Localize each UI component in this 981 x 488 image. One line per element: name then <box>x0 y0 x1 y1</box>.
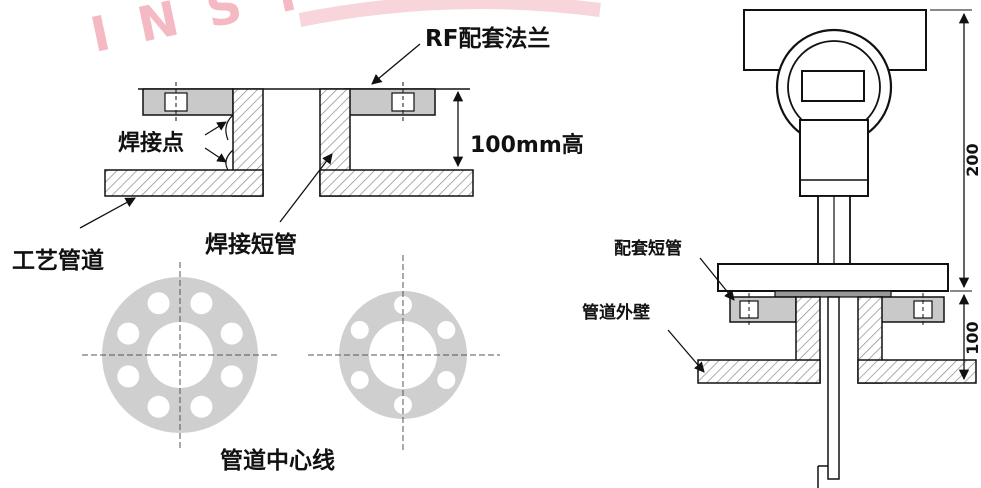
pipe-outer-wall-leader <box>667 329 705 373</box>
bolt-hole <box>437 321 456 339</box>
dim-200-text: 200 <box>963 143 981 176</box>
pipe-wall-right <box>857 359 977 384</box>
probe-tip <box>817 465 828 488</box>
pipe-outer-wall-label: 管道外壁 <box>582 302 650 323</box>
weld-stub-label: 焊接短管 <box>205 231 297 258</box>
gasket <box>774 290 892 298</box>
height-100mm-label: 100mm高 <box>470 132 584 158</box>
flange-left-section <box>142 88 234 116</box>
bolt-hole <box>220 365 243 388</box>
watermark-swoosh <box>298 0 601 27</box>
bolt-left <box>164 92 188 112</box>
probe-rod <box>827 296 840 480</box>
flange-pattern-6-hole <box>308 255 500 450</box>
mating-stub-leader <box>699 257 735 301</box>
dim-100-text: 100 <box>963 321 981 354</box>
process-pipe-left <box>104 169 264 197</box>
bolt-hole <box>437 371 456 389</box>
weld-mark-upper <box>225 114 234 141</box>
mating-flange-plate <box>717 263 949 292</box>
weld-stub-leader <box>279 153 333 223</box>
process-pipe-label: 工艺管道 <box>12 247 104 274</box>
flange-pattern-8-hole <box>82 262 278 450</box>
process-pipe-leader <box>79 197 136 229</box>
bolt-hole <box>147 395 170 418</box>
pipe-centerline-label: 管道中心线 <box>220 447 335 474</box>
bolt-hole <box>190 395 213 418</box>
bolt-right <box>391 92 415 112</box>
bolt-hole <box>117 322 140 345</box>
watermark: INST <box>86 0 338 64</box>
bolt-holes-8 <box>117 292 243 418</box>
bolt-hole <box>117 365 140 388</box>
mating-stub-label: 配套短管 <box>614 238 682 259</box>
bolt-hole <box>350 321 369 339</box>
transmitter-neck <box>799 119 869 197</box>
transmitter-assembly: 200 100 配套短管 管道外壁 <box>582 9 981 488</box>
weld-point-label: 焊接点 <box>118 130 184 156</box>
bolt-hole <box>190 292 213 315</box>
weld-mark-lower <box>225 149 234 171</box>
bolt-hole <box>147 292 170 315</box>
pipe-wall-left <box>697 359 821 384</box>
bolt-hole <box>220 322 243 345</box>
bolt-hole <box>350 371 369 389</box>
process-pipe-right <box>319 169 474 197</box>
display-window <box>801 70 865 102</box>
flange-right-section <box>344 88 436 116</box>
rf-flange-label: RF配套法兰 <box>425 25 550 52</box>
rf-flange-leader <box>371 43 421 85</box>
left-weld-assembly: RF配套法兰 焊接点 100mm高 工艺管道 焊接短管 <box>12 25 584 274</box>
